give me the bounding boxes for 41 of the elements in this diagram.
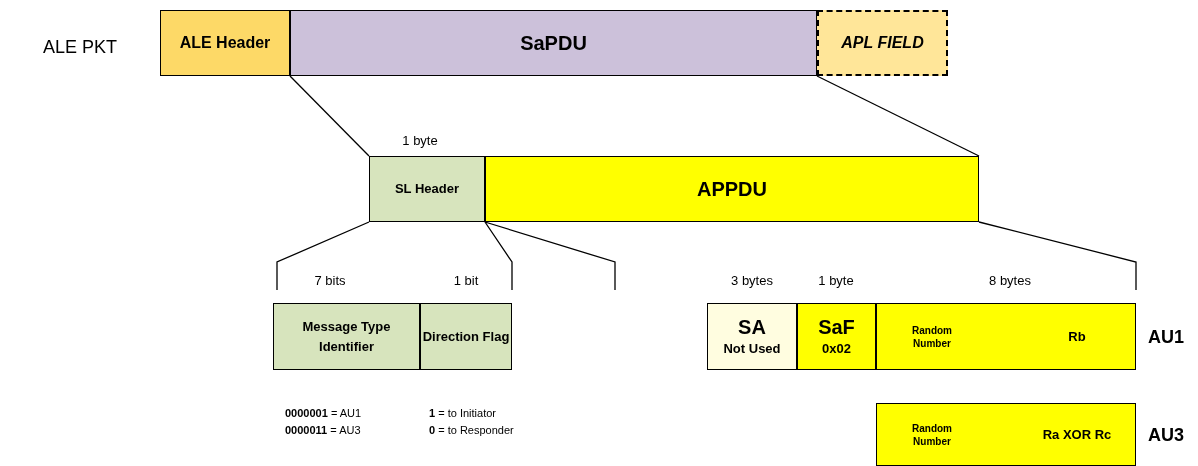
header-field <box>369 156 485 222</box>
size-label: 1 byte <box>818 272 854 290</box>
field-value: Rb <box>1067 327 1087 346</box>
field-label: APL FIELD <box>841 33 924 53</box>
zoom-line <box>816 75 980 157</box>
code-note: 0 = to Responder <box>429 423 514 438</box>
field-label: ALE Header <box>179 33 271 53</box>
code-note: 0000001 = AU1 <box>285 406 362 421</box>
field-value: Ra XOR Rc <box>1041 425 1113 444</box>
field-label: Random Number <box>911 323 953 350</box>
payload-field <box>290 10 817 76</box>
size-label: 7 bits <box>314 272 346 290</box>
field-value: Not Used <box>723 339 781 358</box>
packet-label: ALE PKT <box>43 36 117 59</box>
message-label: AU1 <box>1148 325 1184 348</box>
field-value: 0x02 <box>822 339 851 358</box>
field-label: Message Type Identifier <box>301 317 392 356</box>
field-label: SA <box>738 314 766 339</box>
field-label: SL Header <box>394 180 460 198</box>
field-label: Random Number <box>911 421 953 448</box>
field-label: SaPDU <box>520 31 587 56</box>
field-label: Direction Flag <box>422 327 510 346</box>
field-label: APPDU <box>697 177 767 202</box>
field-label: SaF <box>818 314 855 339</box>
size-label: 3 bytes <box>731 272 773 290</box>
message-label: AU3 <box>1148 423 1184 446</box>
size-label: 8 bytes <box>989 272 1031 290</box>
data-field <box>876 403 1136 466</box>
optional-field <box>817 10 948 76</box>
code-note: 1 = to Initiator <box>429 406 496 421</box>
bit-field <box>420 303 512 370</box>
size-label: 1 byte <box>402 132 438 150</box>
byte-field <box>797 303 876 370</box>
data-field <box>876 303 1136 370</box>
byte-field <box>707 303 797 370</box>
zoom-line <box>289 75 370 157</box>
size-label: 1 bit <box>453 272 479 290</box>
bit-field <box>273 303 420 370</box>
payload-field <box>485 156 979 222</box>
header-field <box>160 10 290 76</box>
code-note: 0000011 = AU3 <box>285 423 361 438</box>
